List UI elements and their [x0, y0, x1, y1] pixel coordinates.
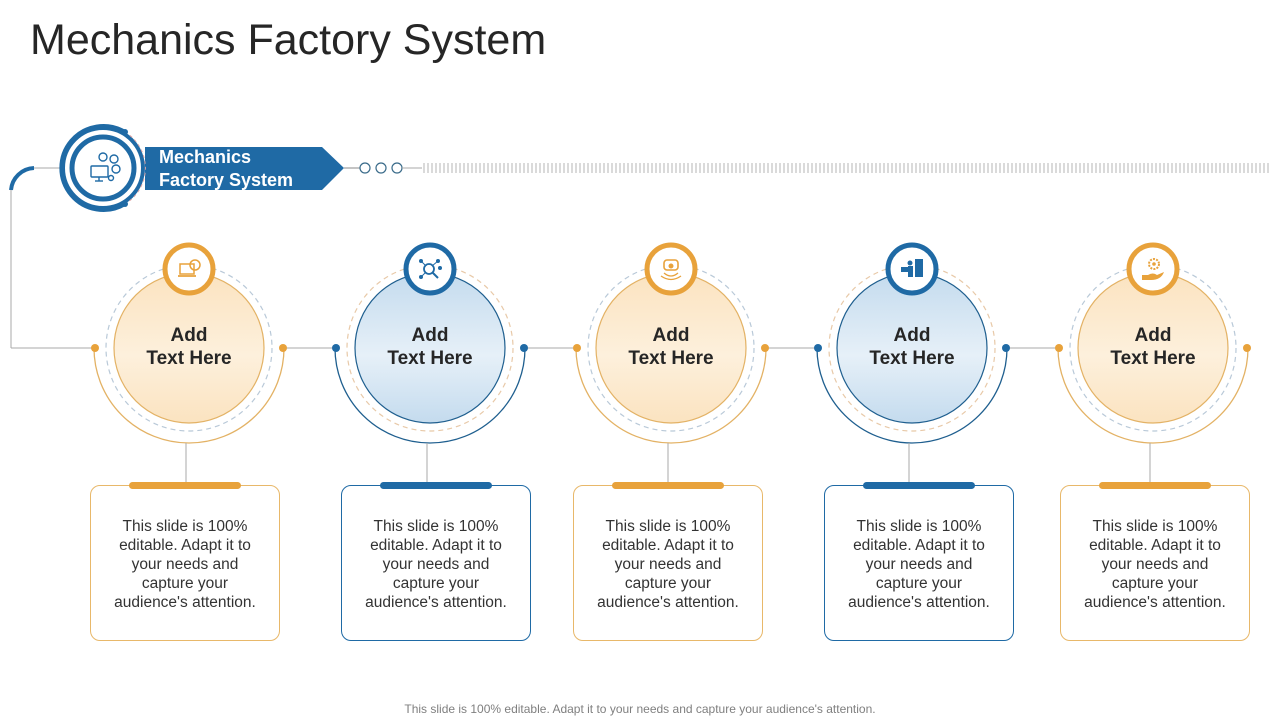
banner-title-line1: Mechanics: [159, 147, 252, 167]
left-dot: [91, 344, 99, 352]
node-label-line2: Text Here: [387, 348, 473, 369]
node-label-line1: Add: [652, 325, 690, 346]
laptop-gear-icon: [178, 259, 201, 277]
description-accent-bar: [612, 482, 724, 489]
banner-title: Mechanics Factory System: [159, 146, 293, 192]
page-title: Mechanics Factory System: [30, 16, 547, 64]
description-box: This slide is 100% editable. Adapt it to…: [573, 485, 763, 641]
right-dot: [1002, 344, 1010, 352]
right-dot: [1243, 344, 1251, 352]
banner: [59, 124, 344, 212]
left-connector: [9, 166, 95, 349]
description-accent-bar: [129, 482, 241, 489]
hand-gear-icon: [1142, 258, 1164, 280]
banner-inner-ring: [69, 134, 137, 202]
left-dot: [332, 344, 340, 352]
icon-badge: [162, 242, 216, 296]
node-label: Add Text Here: [596, 324, 746, 370]
node-label-line1: Add: [1134, 325, 1172, 346]
icon-badge: [403, 242, 457, 296]
node-label-line2: Text Here: [1110, 348, 1196, 369]
outer-arc: [1057, 347, 1249, 444]
left-dot: [814, 344, 822, 352]
process-node: [1055, 242, 1251, 483]
right-dot: [520, 344, 528, 352]
node-label-line2: Text Here: [146, 348, 232, 369]
right-dot: [279, 344, 287, 352]
outer-arc: [93, 347, 285, 444]
outer-arc: [816, 347, 1008, 444]
description-text: This slide is 100% editable. Adapt it to…: [365, 518, 507, 611]
sensor-camera-icon: [660, 259, 682, 281]
node-label: Add Text Here: [1078, 324, 1228, 370]
node-label: Add Text Here: [114, 324, 264, 370]
worker-machine-icon: [901, 259, 923, 277]
node-label-line2: Text Here: [628, 348, 714, 369]
left-dot: [1055, 344, 1063, 352]
footer-note: This slide is 100% editable. Adapt it to…: [404, 702, 876, 716]
description-text: This slide is 100% editable. Adapt it to…: [597, 518, 739, 611]
icon-badge: [1126, 242, 1180, 296]
process-node: [814, 242, 1010, 483]
process-node: [573, 242, 769, 483]
network-search-icon: [419, 259, 442, 279]
node-label-line1: Add: [411, 325, 449, 346]
description-accent-bar: [1099, 482, 1211, 489]
node-label: Add Text Here: [355, 324, 505, 370]
outer-arc: [575, 347, 767, 444]
process-node: [91, 242, 287, 483]
description-accent-bar: [380, 482, 492, 489]
icon-badge: [885, 242, 939, 296]
banner-title-line2: Factory System: [159, 170, 294, 190]
right-dot: [761, 344, 769, 352]
node-label-line2: Text Here: [869, 348, 955, 369]
outer-arc: [334, 347, 526, 444]
process-node: [332, 242, 528, 483]
description-text: This slide is 100% editable. Adapt it to…: [114, 518, 256, 611]
banner-arrow: [145, 147, 344, 190]
node-label: Add Text Here: [837, 324, 987, 370]
description-box: This slide is 100% editable. Adapt it to…: [341, 485, 531, 641]
node-label-line1: Add: [893, 325, 931, 346]
banner-trail: [344, 162, 1269, 174]
icon-badge: [644, 242, 698, 296]
description-text: This slide is 100% editable. Adapt it to…: [1084, 518, 1226, 611]
left-dot: [573, 344, 581, 352]
description-box: This slide is 100% editable. Adapt it to…: [1060, 485, 1250, 641]
description-text: This slide is 100% editable. Adapt it to…: [848, 518, 990, 611]
description-box: This slide is 100% editable. Adapt it to…: [90, 485, 280, 641]
description-accent-bar: [863, 482, 975, 489]
node-label-line1: Add: [170, 325, 208, 346]
team-monitor-gear-icon: [90, 152, 121, 182]
description-box: This slide is 100% editable. Adapt it to…: [824, 485, 1014, 641]
